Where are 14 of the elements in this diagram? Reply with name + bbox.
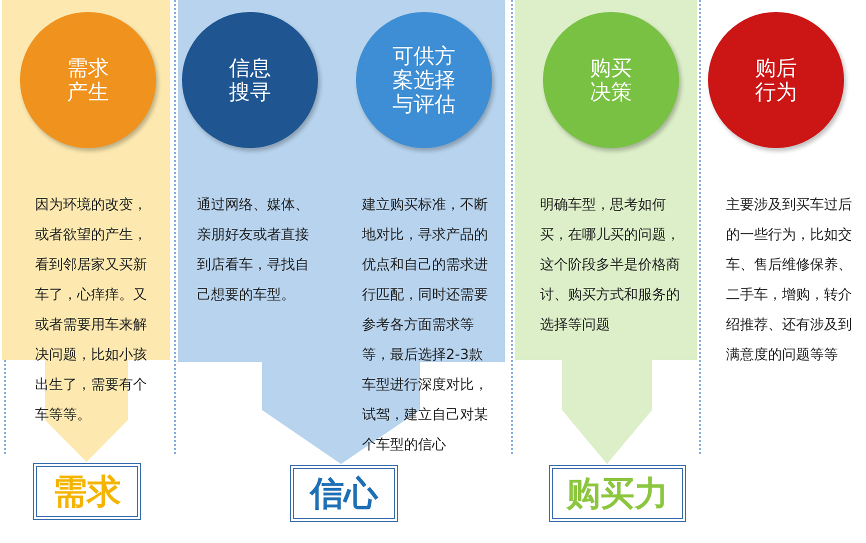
result-box: 需求: [33, 463, 141, 520]
result-box: 信心: [290, 465, 398, 522]
result-box: 购买力: [549, 465, 686, 522]
description-text: 通过网络、媒体、亲朋好友或者直接到店看车，寻找自己想要的车型。: [197, 196, 310, 305]
description-text: 建立购买标准，不断地对比，寻求产品的优点和自己的需求进行匹配，同时还需要参考各方面需求等等，最后选择2-3款车型进行深度对比，试驾，建立自己对某个车型的信心: [362, 196, 489, 455]
arrow: [262, 410, 420, 464]
description-text: 因为环境的改变，或者欲望的产生，看到邻居家又买新车了，心痒痒。又或者需要用车来解决问题，比如小孩出生了，需要有个车等等。: [35, 196, 148, 425]
stage-circle: 购后行为: [708, 12, 844, 148]
description-text: 明确车型，思考如何买，在哪儿买的问题，这个阶段多半是价格商讨、购买方式和服务的选择等问题: [540, 196, 681, 335]
arrow: [45, 420, 128, 462]
column-band: [515, 0, 697, 410]
description-text: 主要涉及到买车过后的一些行为，比如交车、售后维修保养、二手车，增购，转介绍推荐、还有涉及到满意度的问题等等: [726, 196, 853, 365]
column-band: [2, 0, 170, 420]
arrow: [562, 410, 652, 464]
